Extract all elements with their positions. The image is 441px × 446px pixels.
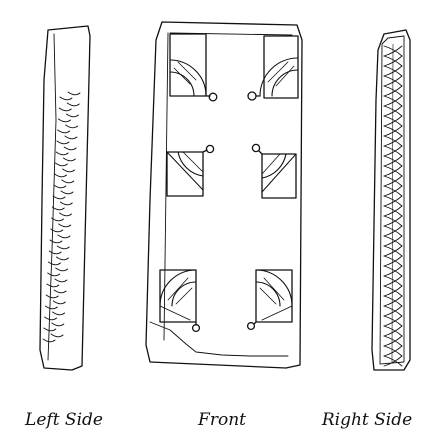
braid-strand: [383, 185, 403, 197]
braid-strand: [383, 225, 403, 237]
braid-strand: [383, 335, 403, 347]
carving-stroke: [50, 223, 72, 233]
caption-left-side: Left Side: [25, 410, 103, 430]
braid-strand: [383, 145, 403, 157]
braid-strand: [383, 255, 403, 267]
right-side-outline: [371, 29, 411, 371]
panel-top-right: [247, 35, 299, 101]
braid-strand: [383, 285, 403, 297]
carving-stroke: [57, 124, 79, 134]
carving-stroke: [55, 146, 77, 156]
braid-strand: [383, 155, 403, 167]
braid-strand: [383, 235, 403, 247]
braid-strand: [383, 125, 403, 137]
panel-top-left: [169, 33, 218, 102]
carving-stroke: [56, 135, 78, 145]
front-slab-broken-corner: [149, 321, 289, 357]
carving-stroke: [52, 190, 74, 200]
carving-stroke: [46, 278, 68, 288]
carving-stroke: [54, 168, 76, 178]
braid-strand: [383, 85, 403, 97]
braid-strand: [383, 55, 403, 67]
braid-strand: [383, 265, 403, 277]
panel-middle-left: [166, 144, 215, 197]
braid-strand: [383, 245, 403, 257]
carving-stroke: [54, 157, 76, 167]
braid-strand: [383, 135, 403, 147]
carving-stroke: [51, 212, 72, 222]
braid-strand: [383, 355, 403, 367]
braid-strand: [383, 205, 403, 217]
right-side-braid-pattern: [383, 43, 403, 367]
carving-stroke: [53, 179, 75, 189]
braid-strand: [383, 295, 403, 307]
braid-strand: [383, 105, 403, 117]
braid-strand: [383, 275, 403, 287]
panel-bottom-right: [246, 269, 293, 331]
front-slab-inner-edge: [169, 32, 293, 36]
braid-strand: [383, 305, 403, 317]
carving-stroke: [49, 234, 71, 244]
carving-stroke: [44, 311, 66, 321]
braid-strand: [383, 195, 403, 207]
front-view: [145, 21, 303, 369]
braid-strand: [383, 175, 403, 187]
carving-stroke: [48, 256, 69, 266]
carving-stroke: [47, 267, 69, 277]
caption-right-side: Right Side: [321, 410, 413, 430]
braid-strand: [383, 95, 403, 107]
carving-stroke: [48, 245, 70, 255]
braid-strand: [383, 325, 403, 337]
braid-strand: [383, 345, 403, 357]
carving-stroke: [51, 201, 73, 211]
carving-stroke: [42, 333, 64, 343]
carving-stroke: [44, 300, 66, 310]
braid-strand: [383, 65, 403, 77]
carving-stroke: [58, 102, 80, 112]
braid-centerline: [391, 43, 394, 363]
right-side-view: [371, 29, 411, 371]
braid-strand: [383, 115, 403, 127]
left-side-carving: [42, 91, 81, 343]
braid-strand: [383, 45, 403, 57]
braid-strand: [383, 75, 403, 87]
braid-strand: [383, 315, 403, 327]
carving-stroke: [43, 322, 65, 332]
left-side-view: [39, 25, 91, 371]
front-slab-outline: [145, 21, 303, 369]
carving-stroke: [58, 113, 79, 123]
caption-front: Front: [198, 410, 246, 430]
panel-bottom-left: [159, 269, 201, 333]
panel-middle-right: [251, 143, 297, 199]
braid-strand: [383, 215, 403, 227]
braid-strand: [383, 165, 403, 177]
carving-stroke: [45, 289, 67, 299]
left-side-outline: [39, 25, 91, 371]
carving-stroke: [59, 91, 81, 101]
